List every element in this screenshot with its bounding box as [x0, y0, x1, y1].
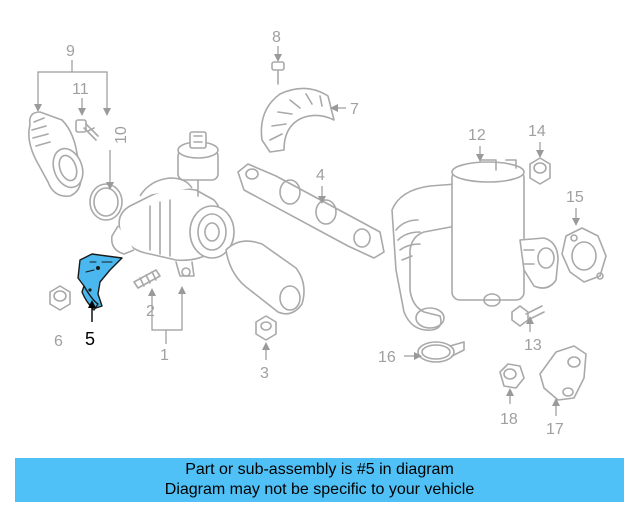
part-info-banner: Part or sub-assembly is #5 in diagram Di…: [15, 458, 624, 502]
turbocharger-part: [110, 131, 305, 315]
bolt-part-8: [271, 61, 285, 85]
callout-11: 11: [72, 81, 89, 98]
callout-12: 12: [468, 127, 486, 144]
nut-part-18: [499, 363, 525, 389]
callout-8: 8: [272, 29, 281, 46]
bracket-part-17: [539, 345, 587, 401]
callout-10: 10: [113, 126, 130, 144]
stud-part-2: [133, 269, 161, 289]
callout-9: 9: [66, 43, 75, 60]
callout-4: 4: [316, 167, 325, 184]
callout-6: 6: [54, 333, 63, 350]
callout-13: 13: [524, 337, 542, 354]
o-ring-part-10: [89, 183, 123, 221]
callout-14: 14: [528, 123, 546, 140]
banner-part-line: Part or sub-assembly is #5 in diagram: [185, 461, 454, 478]
callout-7: 7: [350, 101, 359, 118]
callout-15: 15: [566, 189, 584, 206]
callout-17: 17: [546, 421, 564, 438]
nut-part-3: [255, 315, 277, 341]
heat-shield-part-highlighted: [77, 253, 123, 311]
upper-heat-shield-part-7: [260, 87, 335, 153]
gasket-part-15: [561, 227, 607, 283]
bolt-part-11: [75, 119, 99, 141]
nut-part-6: [49, 285, 71, 311]
callout-16: 16: [378, 349, 396, 366]
catalytic-converter-part-12: [391, 159, 525, 331]
banner-disclaimer-line: Diagram may not be specific to your vehi…: [164, 481, 475, 498]
callout-1: 1: [160, 347, 169, 364]
manifold-gasket-part-4: [237, 163, 385, 259]
callout-5-highlighted: 5: [85, 329, 95, 349]
parts-diagram: 1 2 3 4 5 6 7 8 9 10 11 12 13 14 15 16 1…: [28, 29, 607, 438]
outlet-flange-part: [519, 237, 559, 289]
callout-2: 2: [146, 303, 155, 320]
callout-18: 18: [500, 411, 518, 428]
intake-pipe-part: [28, 111, 84, 198]
nut-part-14: [529, 157, 551, 185]
clamp-part-16: [417, 341, 465, 363]
callout-3: 3: [260, 365, 269, 382]
